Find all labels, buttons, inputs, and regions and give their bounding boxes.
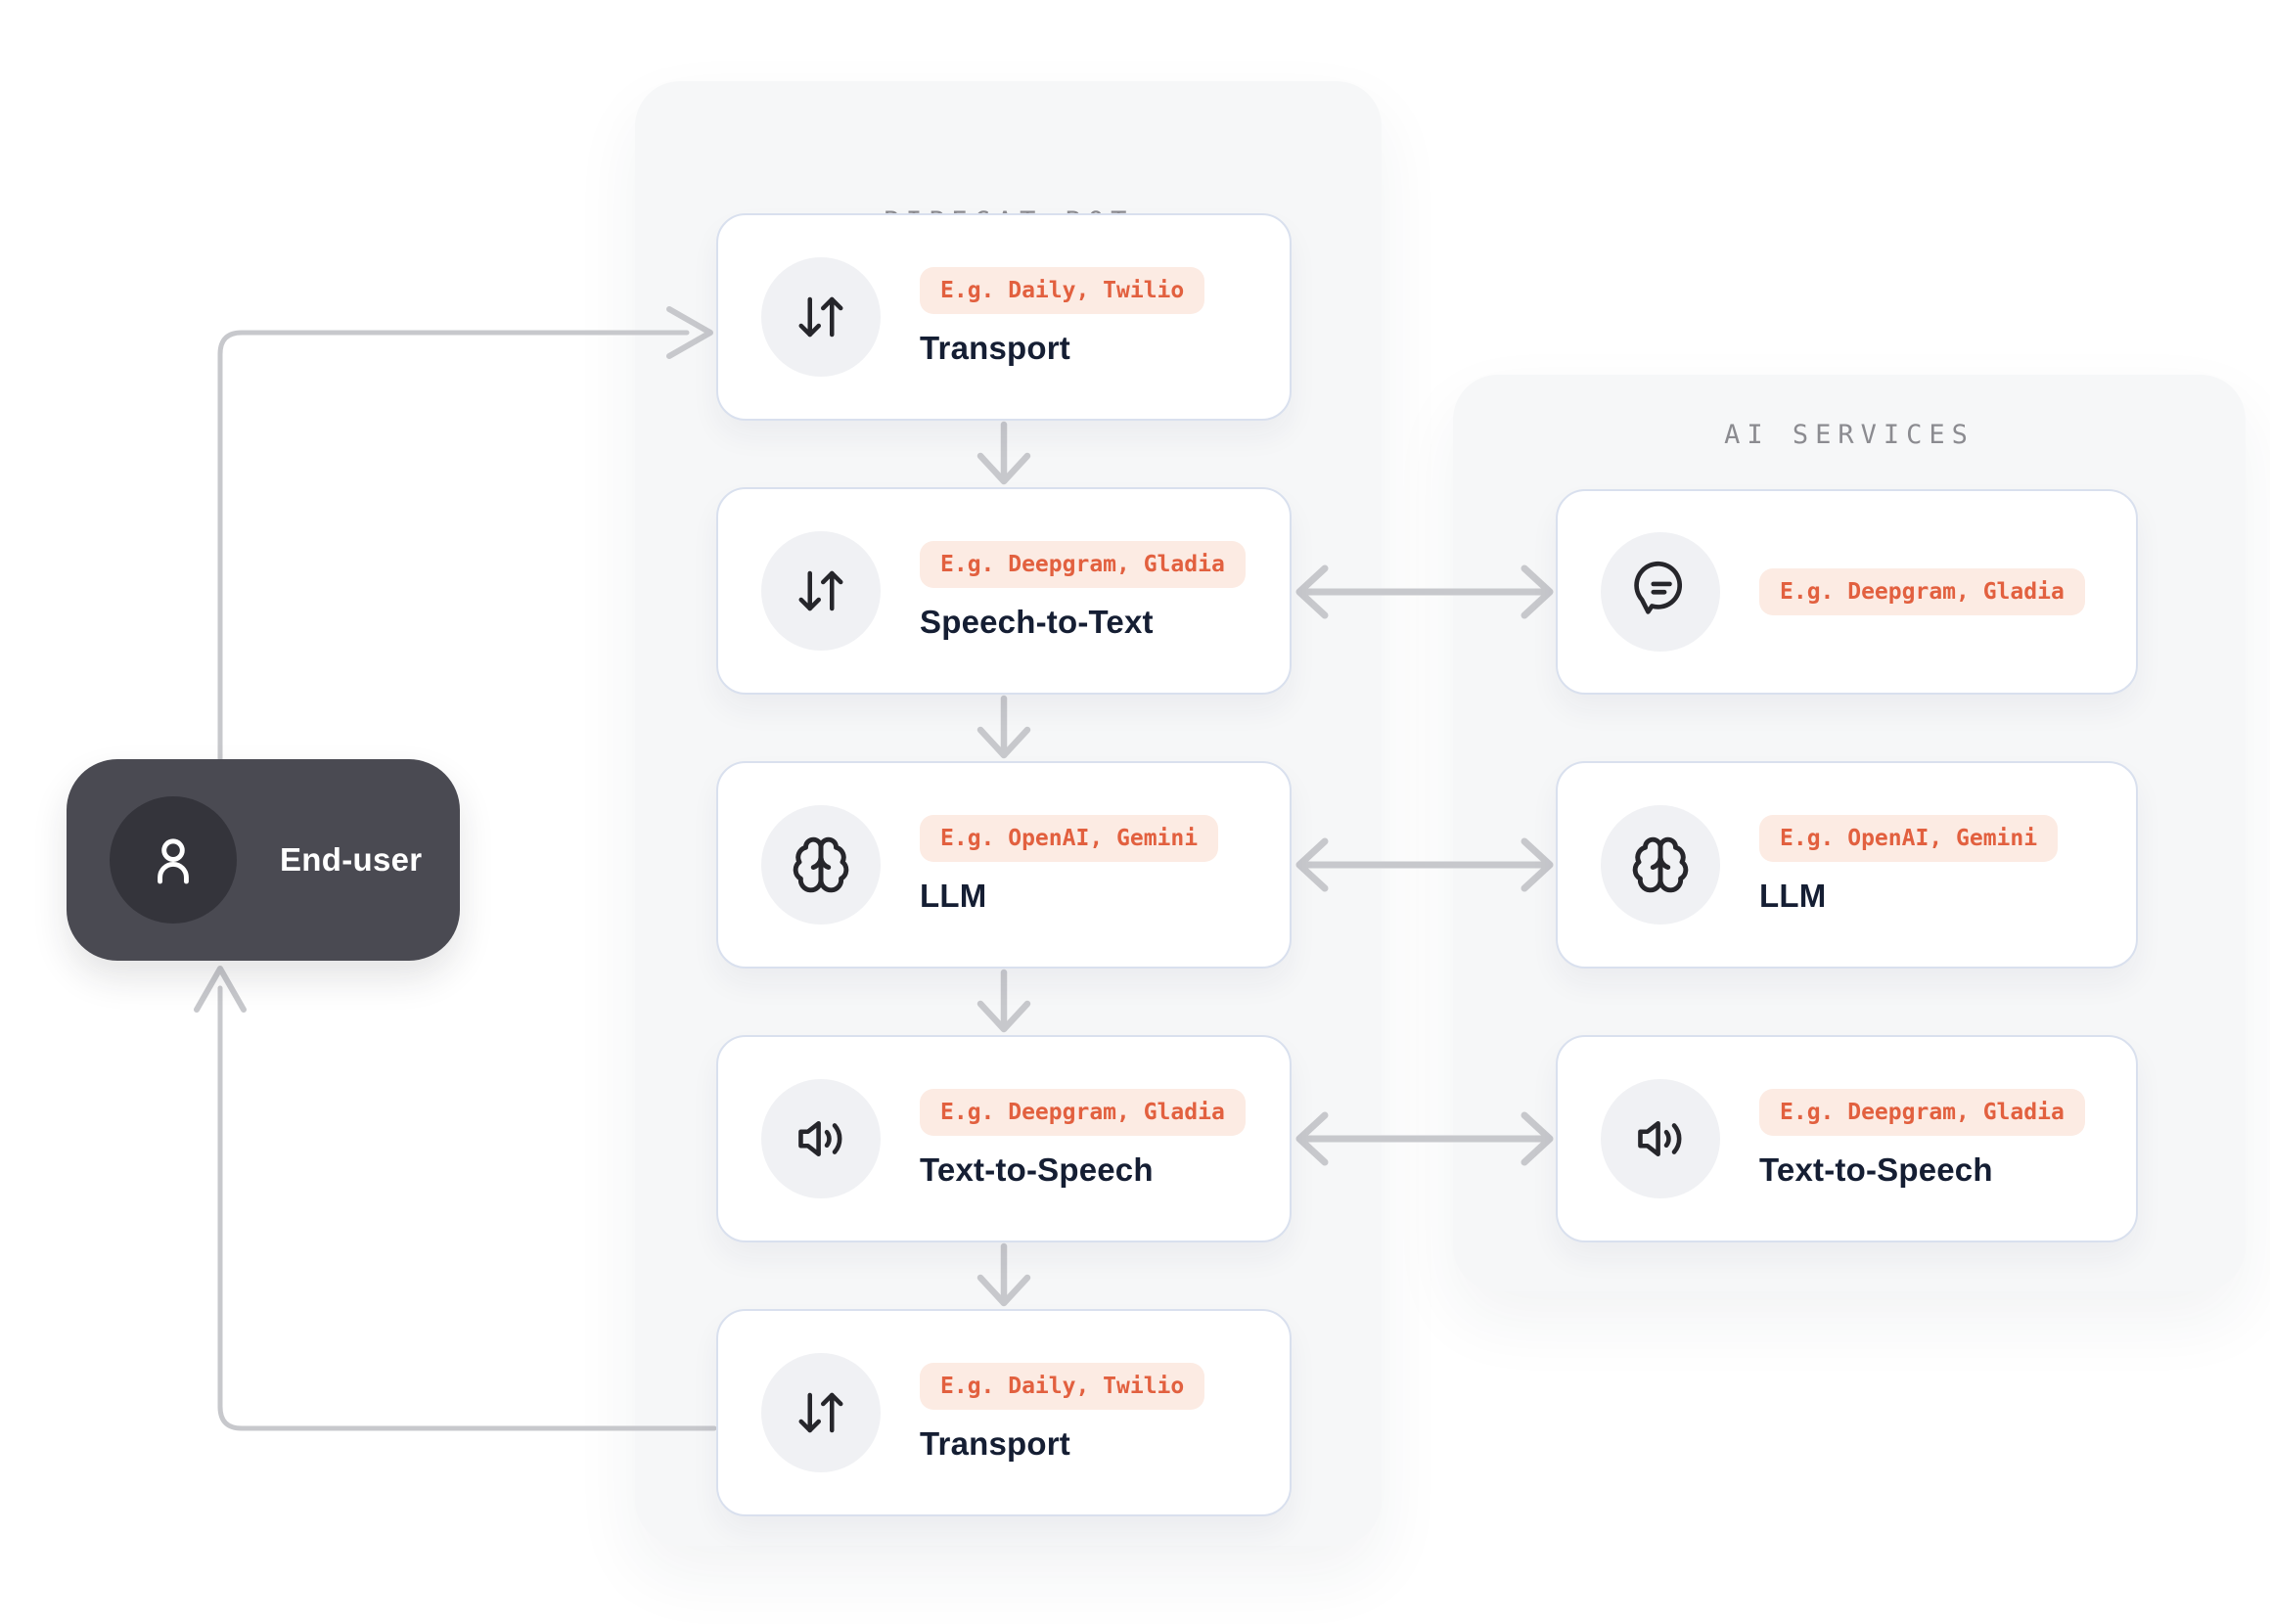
provider-badge: E.g. OpenAI, Gemini (920, 815, 1219, 862)
brain-icon (761, 805, 881, 925)
provider-badge: E.g. Deepgram, Gladia (1759, 1089, 2085, 1136)
brain-icon (1601, 805, 1720, 925)
card-title: Transport (920, 1425, 1070, 1462)
card-title: LLM (920, 878, 987, 914)
card-transport-out: E.g. Daily, Twilio Transport (716, 1309, 1292, 1516)
card-title: Text-to-Speech (1759, 1151, 1993, 1188)
speaker-icon (1601, 1079, 1720, 1198)
provider-badge: E.g. Deepgram, Gladia (1759, 568, 2085, 615)
chat-bubble-icon (1601, 532, 1720, 652)
card-title: Speech-to-Text (920, 604, 1154, 640)
provider-badge: E.g. Deepgram, Gladia (920, 541, 1246, 588)
card-title: Text-to-Speech (920, 1151, 1154, 1188)
card-text-to-speech: E.g. Deepgram, Gladia Text-to-Speech (716, 1035, 1292, 1242)
provider-badge: E.g. Deepgram, Gladia (920, 1089, 1246, 1136)
card-speech-to-text: E.g. Deepgram, Gladia Speech-to-Text (716, 487, 1292, 695)
ai-services-title: AI SERVICES (1724, 420, 1975, 450)
card-llm-service: E.g. OpenAI, Gemini LLM (1556, 761, 2138, 969)
end-user-node: End-user (67, 759, 460, 961)
card-llm: E.g. OpenAI, Gemini LLM (716, 761, 1292, 969)
user-icon (110, 796, 237, 924)
arrow-down-up-icon (761, 1353, 881, 1472)
card-title: LLM (1759, 878, 1827, 914)
card-stt-service: E.g. Deepgram, Gladia (1556, 489, 2138, 695)
provider-badge: E.g. Daily, Twilio (920, 267, 1205, 314)
provider-badge: E.g. OpenAI, Gemini (1759, 815, 2059, 862)
card-transport-in: E.g. Daily, Twilio Transport (716, 213, 1292, 421)
end-user-label: End-user (280, 841, 423, 878)
arrow-down-up-icon (761, 257, 881, 377)
arrow-down-up-icon (761, 531, 881, 651)
speaker-icon (761, 1079, 881, 1198)
card-title: Transport (920, 330, 1070, 366)
card-tts-service: E.g. Deepgram, Gladia Text-to-Speech (1556, 1035, 2138, 1242)
provider-badge: E.g. Daily, Twilio (920, 1363, 1205, 1410)
